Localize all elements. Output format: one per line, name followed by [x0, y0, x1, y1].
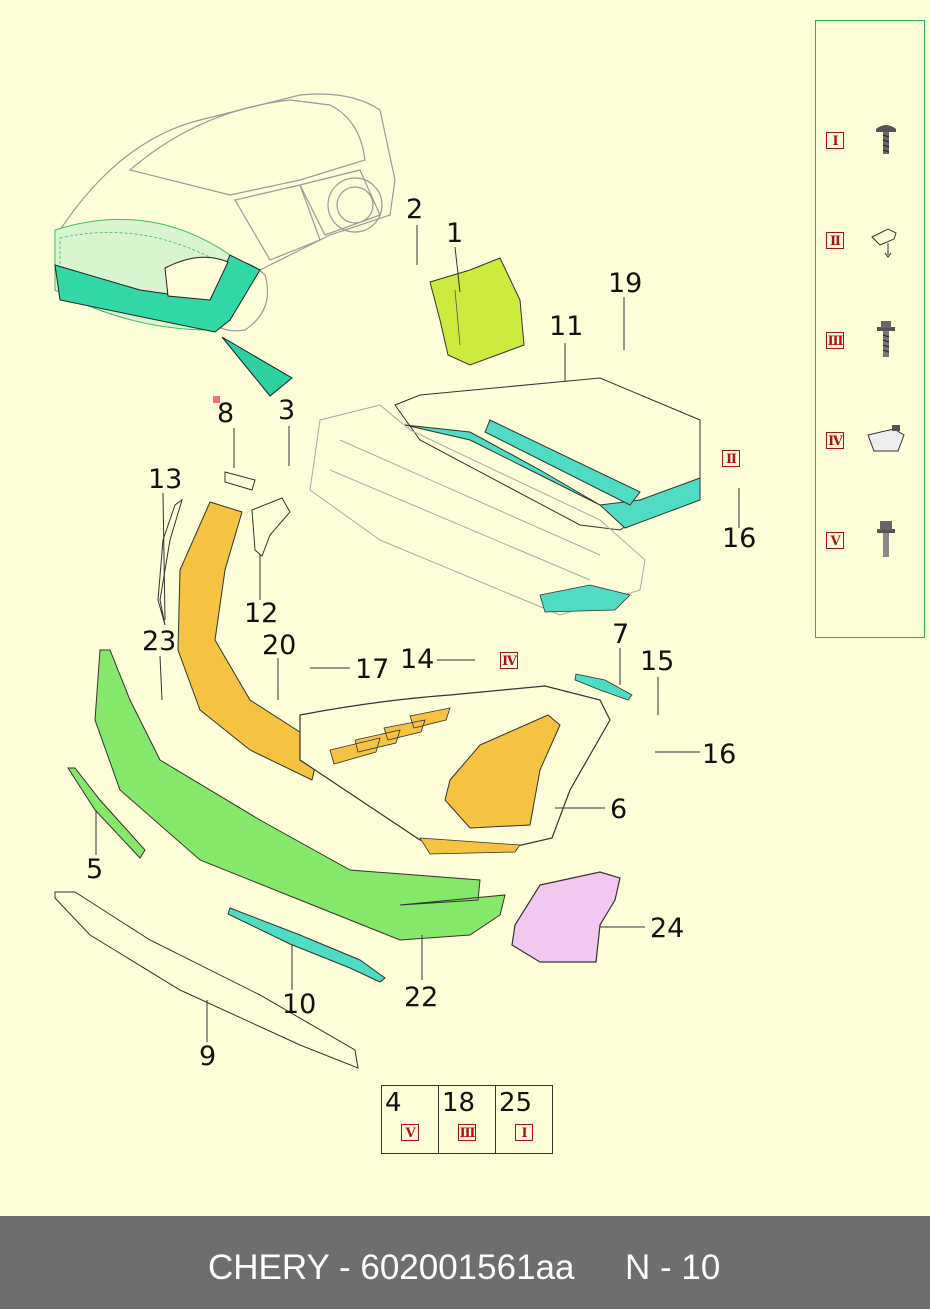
- legend-roman-1: Ⅰ: [826, 132, 844, 149]
- car-front-fascia: [54, 218, 293, 397]
- callout-12: 11: [549, 311, 584, 342]
- callout-19: 17: [355, 654, 390, 685]
- qty-cell-18: 18 Ⅲ: [439, 1086, 496, 1153]
- footer-brand-part: CHERY - 602001561aa: [208, 1248, 575, 1287]
- mark-14-roman: Ⅳ: [500, 652, 518, 669]
- screw-washer-icon: [877, 321, 895, 357]
- qty-part-number: 18: [442, 1088, 476, 1118]
- callout-3: 3: [278, 395, 296, 426]
- part-22-lower-grille: [94, 649, 506, 941]
- callout-24: 24: [650, 913, 685, 944]
- part-10-clip: [224, 471, 256, 491]
- part-12-undercover: [394, 377, 701, 531]
- callout-23: 23: [142, 626, 177, 657]
- part-11-bracket: [251, 497, 291, 557]
- qty-part-number: 25: [499, 1088, 533, 1118]
- footer-bar: CHERY - 602001561aa N - 10: [0, 1216, 930, 1309]
- callout-2: 2: [406, 194, 424, 225]
- mark-17-roman: Ⅱ: [722, 450, 740, 467]
- car-outline: [59, 93, 396, 332]
- part-23-yellow-bracket: [177, 501, 321, 781]
- qty-roman: Ⅴ: [401, 1124, 419, 1141]
- callout-22: 22: [404, 982, 439, 1013]
- qty-roman: Ⅲ: [458, 1124, 476, 1141]
- clip-nut-icon: [871, 228, 897, 258]
- quantity-table: 4 Ⅴ 18 Ⅲ 25 Ⅰ: [381, 1085, 553, 1154]
- callout-14: 14: [400, 644, 435, 675]
- part-6-bumper: [299, 685, 611, 851]
- legend-roman-5: Ⅴ: [826, 532, 844, 549]
- callout-15: 15: [640, 646, 675, 677]
- part-6-fog-housing: [444, 714, 561, 829]
- callout-6: 6: [610, 794, 628, 825]
- marker-square: [213, 396, 220, 403]
- callout-17: 16: [722, 523, 757, 554]
- screw-pan-head-icon: [876, 125, 896, 154]
- part-13-strip: [157, 498, 183, 626]
- part-8-strip: [227, 907, 386, 983]
- qty-roman: Ⅰ: [515, 1124, 533, 1141]
- callout-10: 8: [217, 398, 235, 429]
- legend-roman-4: Ⅳ: [826, 432, 844, 449]
- callout-9: 7: [612, 619, 630, 650]
- part-5-strip: [67, 767, 146, 859]
- part-9-bracket: [574, 673, 633, 701]
- callout-5: 5: [86, 854, 104, 885]
- legend-roman-2: Ⅱ: [826, 232, 844, 249]
- footer-page: N - 10: [625, 1248, 721, 1287]
- exploded-parts-diagram: [54, 93, 740, 1069]
- callout-11: 12: [244, 598, 279, 629]
- bracket-clip-icon: [867, 425, 905, 452]
- qty-cell-25: 25 Ⅰ: [496, 1086, 552, 1153]
- callout-20: 19: [608, 268, 643, 299]
- part-7-skid: [54, 891, 359, 1069]
- qty-cell-4: 4 Ⅴ: [382, 1086, 439, 1153]
- callout-21: 20: [262, 630, 297, 661]
- fastener-legend: Ⅰ Ⅱ Ⅲ Ⅳ Ⅴ: [815, 20, 925, 638]
- callout-16: 16: [702, 739, 737, 770]
- part-24-trim: [511, 871, 621, 963]
- bolt-flange-icon: [877, 521, 895, 557]
- legend-roman-3: Ⅲ: [826, 332, 844, 349]
- callout-13: 13: [148, 464, 183, 495]
- leader-lines: [95, 225, 740, 1042]
- callout-8: 10: [282, 989, 317, 1020]
- part-6-lip: [419, 837, 521, 855]
- part-1-shield: [429, 257, 525, 366]
- callout-7: 9: [199, 1041, 217, 1072]
- qty-part-number: 4: [385, 1088, 402, 1118]
- engine-undertray-outline: [309, 404, 646, 616]
- callout-1: 1: [446, 218, 464, 249]
- part-6-grille-inserts: [329, 707, 451, 765]
